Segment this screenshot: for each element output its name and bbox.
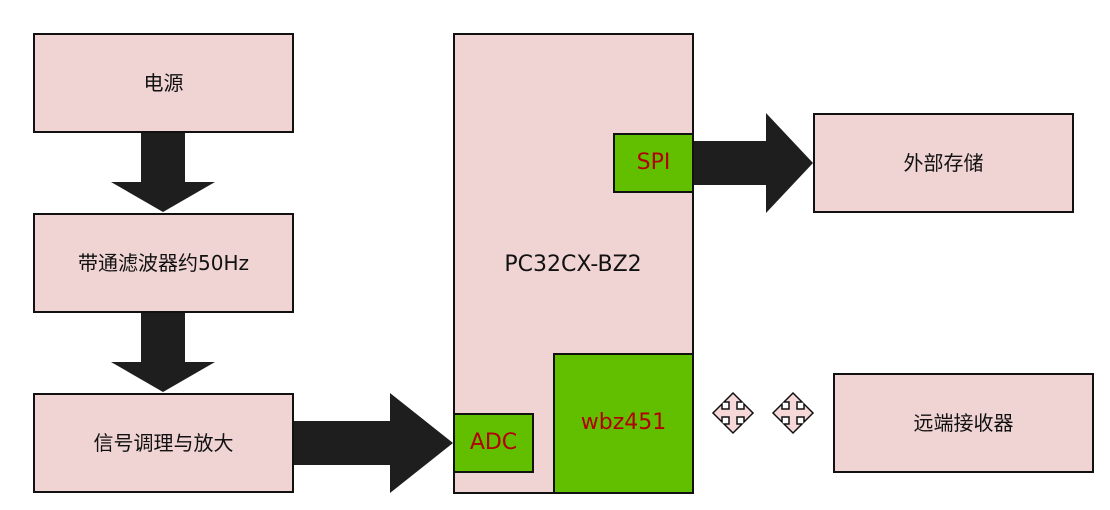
spi-device-block: 外部存储 — [813, 113, 1074, 213]
four-way-arrow-icon — [771, 391, 815, 435]
conditioning-block: 信号调理与放大 — [33, 393, 294, 493]
arrow-source-to-filter — [111, 133, 215, 212]
source-label: 电源 — [143, 71, 184, 95]
arrow-conditioning-to-adc — [294, 393, 453, 493]
source-block: 电源 — [33, 33, 294, 133]
remote-device-block: 远端接收器 — [833, 373, 1094, 473]
adc-peripheral-block: ADC — [453, 413, 534, 473]
wireless-module-label: wbz451 — [580, 410, 667, 436]
wireless-module-block: wbz451 — [553, 353, 694, 494]
spi-device-label: 外部存储 — [903, 151, 984, 175]
conditioning-label: 信号调理与放大 — [93, 431, 234, 455]
spi-peripheral-block: SPI — [613, 133, 694, 193]
arrow-spi-to-device — [694, 113, 813, 213]
arrow-filter-to-conditioning — [111, 313, 215, 392]
filter-block: 带通滤波器约50Hz — [33, 213, 294, 313]
four-way-arrow-icon — [711, 391, 755, 435]
adc-label: ADC — [469, 429, 518, 455]
remote-device-label: 远端接收器 — [913, 411, 1014, 435]
spi-label: SPI — [636, 149, 671, 175]
filter-label: 带通滤波器约50Hz — [78, 251, 249, 275]
mcu-label: PC32CX-BZ2 — [504, 252, 642, 277]
